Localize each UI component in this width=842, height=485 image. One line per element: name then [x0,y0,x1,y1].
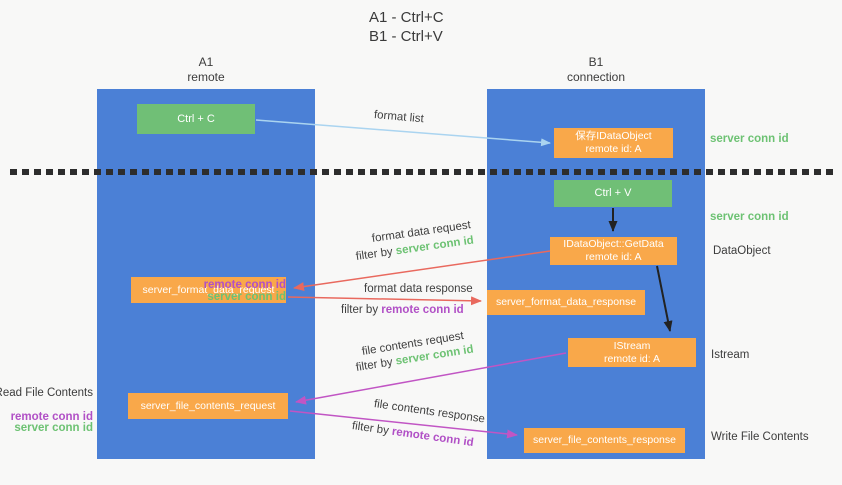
filter-by-text: filter by [355,245,397,263]
node-istream-line2: remote id: A [603,352,661,365]
label-server-conn-id-left-top: server conn id [207,291,286,303]
node-server-file-contents-response-label: server_file_contents_response [532,434,676,446]
node-ctrl-c-label: Ctrl + C [177,112,215,125]
node-ctrl-v: Ctrl + V [554,180,672,207]
node-server-format-data-request-label: server_format_data_request [142,283,275,296]
label-remote-conn-id-left-top: remote conn id [203,279,286,291]
label-write-file-contents: Write File Contents [711,431,809,443]
title-line-2: B1 - Ctrl+V [369,28,443,45]
label-format-data-response: format data response [364,283,473,295]
label-istream: Istream [711,349,750,361]
node-server-format-data-request: server_format_data_request [131,277,286,303]
node-ctrl-v-label: Ctrl + V [594,187,632,199]
label-remote-conn-id-left-bottom: remote conn id [10,411,93,423]
column-a-role: remote [187,70,225,84]
arrow-format-data-response [287,296,482,306]
label-format-data-response-filter: filter by remote conn id [341,304,464,316]
label-file-contents-response-filter: filter by remote conn id [351,420,474,449]
node-idataobject-getdata-line2: remote id: A [585,251,642,263]
node-server-format-data-response: server_format_data_response [487,290,645,315]
node-istream-line1: IStream [613,339,651,352]
filter-by-text: filter by [341,304,382,316]
label-file-contents-response: file contents response [373,398,486,426]
label-dataobject: DataObject [713,245,771,257]
node-server-file-contents-request: server_file_contents_request [128,393,288,419]
column-b-header: B1 connection [487,55,705,85]
column-b-name: B1 [588,55,604,69]
label-format-list: format list [373,109,425,126]
label-server-conn-id-right-mid: server conn id [710,211,789,223]
column-a-header: A1 remote [97,55,315,85]
label-read-file-contents: Read File Contents [0,387,93,399]
column-b-role: connection [566,70,626,84]
label-server-conn-id-left-bottom: server conn id [14,422,93,434]
node-idataobject-getdata-line1: IDataObject::GetData [563,238,664,250]
node-ctrl-c: Ctrl + C [137,104,255,134]
remote-conn-id-text: remote conn id [391,425,475,450]
node-save-idataobject: 保存IDataObject remote id: A [554,128,673,158]
dashed-divider-line [10,169,834,175]
node-istream: IStream remote id: A [568,338,696,367]
remote-conn-id-text: remote conn id [381,304,464,316]
title-line-1: A1 - Ctrl+C [369,9,444,26]
node-save-idataobject-line2: remote id: A [585,143,642,155]
node-server-file-contents-response: server_file_contents_response [524,428,685,453]
node-save-idataobject-line1: 保存IDataObject [575,130,652,142]
column-a-name: A1 [198,55,214,69]
node-server-format-data-response-label: server_format_data_response [495,296,637,308]
filter-by-text: filter by [355,355,397,374]
diagram-title: A1 - Ctrl+C B1 - Ctrl+V [369,8,444,46]
node-idataobject-getdata: IDataObject::GetData remote id: A [550,237,677,265]
node-server-file-contents-request-label: server_file_contents_request [140,399,276,412]
label-server-conn-id-right-top: server conn id [710,133,789,145]
filter-by-text: filter by [351,420,393,438]
